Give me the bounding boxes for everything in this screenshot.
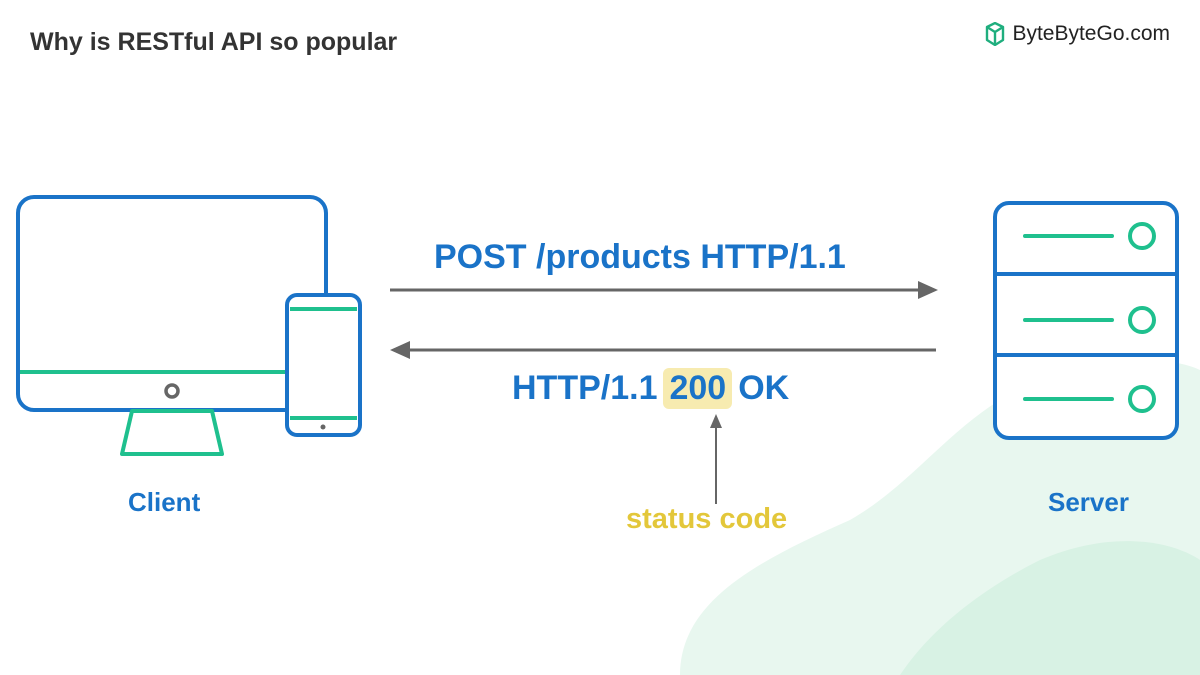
response-reason: OK [738, 369, 790, 407]
brand: ByteByteGo.com [984, 22, 1170, 46]
page-title: Why is RESTful API so popular [30, 28, 398, 56]
status-code-annotation: status code [626, 503, 788, 535]
smartphone-icon [285, 293, 362, 437]
response-arrow [390, 341, 936, 359]
request-arrow [390, 281, 938, 299]
response-label: HTTP/1.1 200 OK [512, 368, 789, 409]
response-protocol: HTTP/1.1 [512, 369, 658, 407]
desktop-monitor-icon [16, 195, 328, 456]
brand-name: ByteByteGo.com [1012, 22, 1170, 45]
bytebytego-logo-icon [986, 22, 1005, 46]
client-label: Client [128, 487, 201, 517]
server-rack-icon [993, 201, 1179, 440]
request-label: POST /products HTTP/1.1 [434, 238, 846, 276]
server-label: Server [1048, 487, 1129, 517]
status-code-highlight: 200 [663, 368, 733, 409]
annotation-arrow [710, 414, 722, 504]
